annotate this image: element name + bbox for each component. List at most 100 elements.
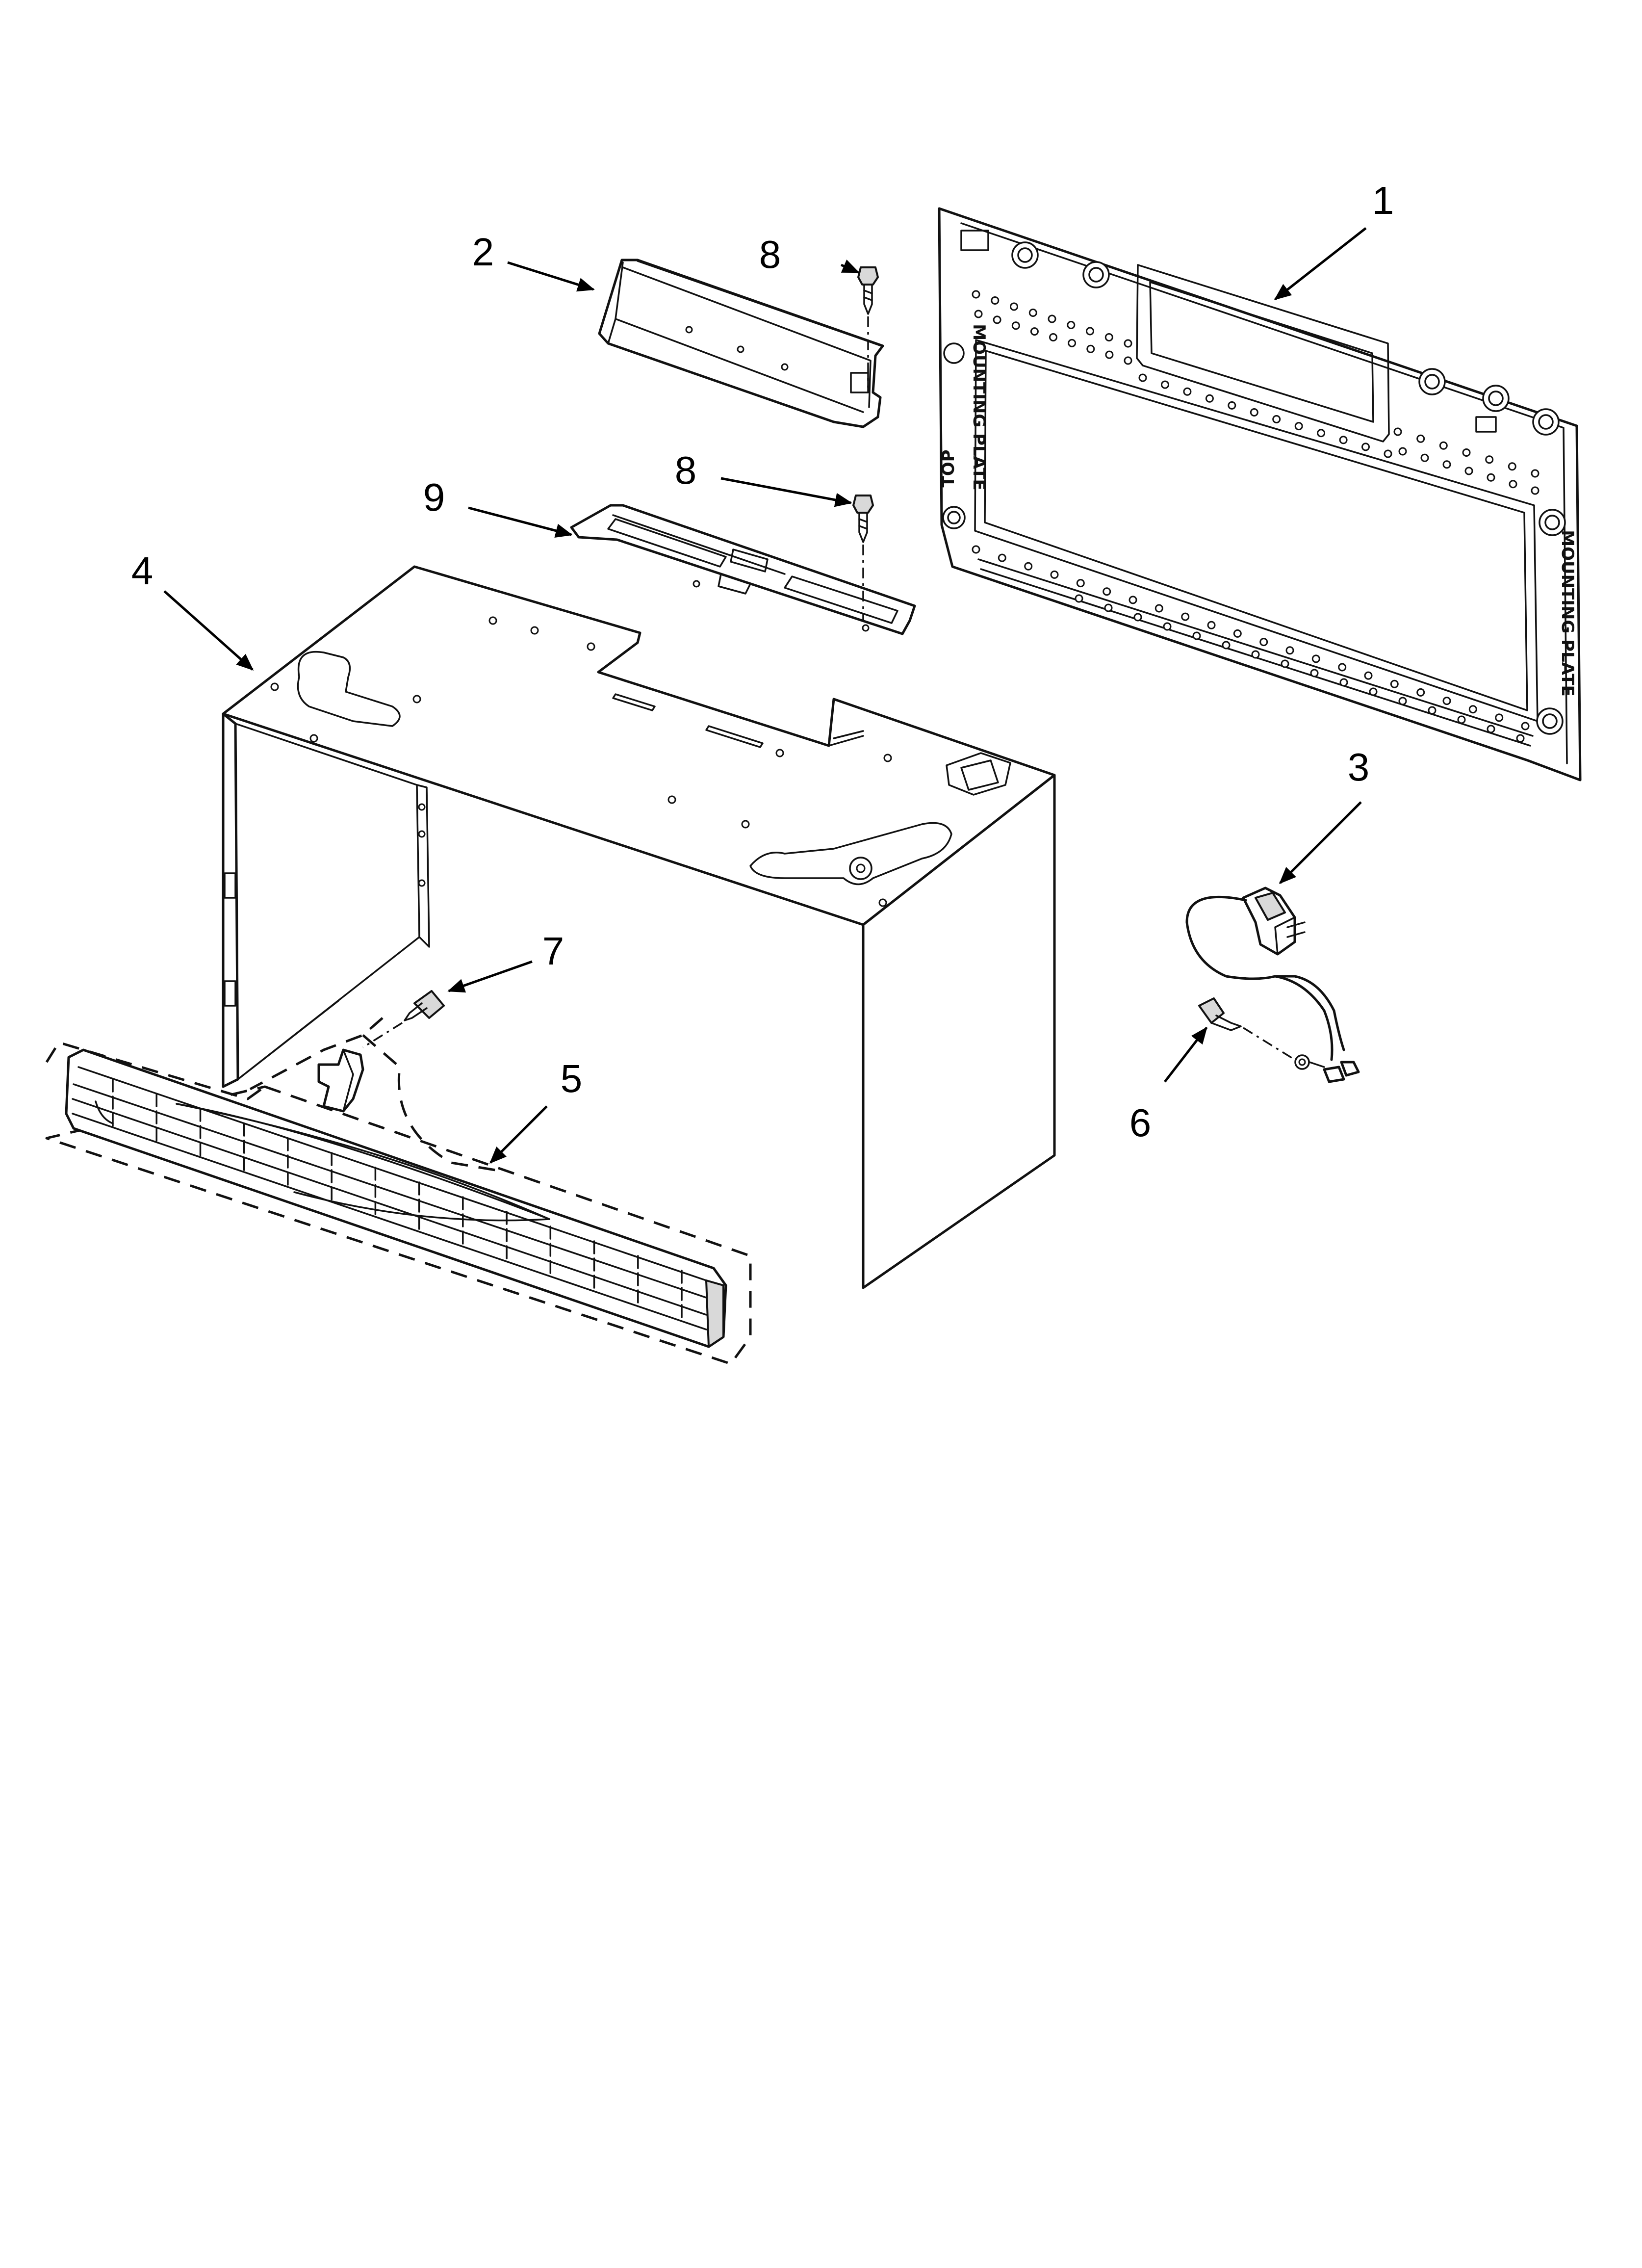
perforation-hole [1183, 387, 1192, 396]
leader-1 [1274, 227, 1367, 300]
perforation-hole [1416, 434, 1425, 443]
perforation-hole [1068, 339, 1077, 347]
bracket-part [598, 259, 884, 428]
callout-labels: 1 2 8 8 9 4 3 7 5 6 [131, 179, 1394, 1145]
perforation-hole [1104, 333, 1113, 341]
callout-4: 4 [131, 549, 154, 593]
perforation-hole [1442, 460, 1451, 469]
perforation-hole [1086, 344, 1095, 353]
callout-5: 5 [561, 1057, 583, 1100]
perforation-hole [1138, 373, 1147, 382]
callout-6: 6 [1129, 1101, 1152, 1145]
perforation-hole [1464, 467, 1473, 475]
perforation-hole [1124, 339, 1132, 348]
perforation-hole [1067, 321, 1076, 329]
perforation-hole [998, 553, 1006, 562]
perforation-hole [1050, 570, 1059, 579]
perforation-hole [1439, 441, 1448, 450]
perforation-hole [1428, 706, 1437, 715]
perforation-hole [1531, 486, 1539, 495]
screw-8-lower [852, 495, 874, 621]
perforation-hole [1521, 722, 1530, 730]
perforation-hole [1509, 480, 1517, 489]
perforation-hole [1311, 654, 1320, 663]
perforation-hole [1163, 622, 1172, 631]
leader-7 [447, 960, 533, 993]
perforation-hole [1462, 448, 1471, 457]
perforation-hole [1310, 669, 1319, 678]
perforation-hole [974, 310, 983, 318]
perforation-hole [1420, 453, 1429, 462]
perforation-hole [1024, 562, 1033, 571]
leader-6 [1164, 1026, 1207, 1083]
perforation-hole [1487, 725, 1495, 733]
cabinet-part [222, 565, 1056, 1289]
perforation-hole [1294, 422, 1303, 431]
leader-2 [507, 261, 595, 292]
callout-7: 7 [542, 929, 564, 973]
perforation-hole [1228, 401, 1236, 410]
perforation-hole [1495, 713, 1504, 722]
callout-8-lower: 8 [675, 448, 697, 492]
perforation-hole [1338, 663, 1347, 672]
perforation-hole [1369, 687, 1378, 696]
plate-text-left: MOUNTING PLATE [969, 324, 989, 491]
perforation-hole [1049, 333, 1057, 341]
plate-text-right: MOUNTING PLATE [1558, 530, 1577, 697]
perforation-hole [993, 315, 1001, 324]
perforation-hole [1251, 650, 1260, 659]
perforation-hole [1207, 621, 1216, 629]
perforation-hole [1075, 594, 1083, 603]
grille-part [45, 1041, 752, 1365]
leader-3 [1279, 801, 1362, 885]
perforation-hole [1086, 327, 1094, 336]
perforation-hole [1485, 455, 1494, 464]
callout-leaders [163, 227, 1367, 1164]
perforation-hole [1192, 631, 1201, 640]
power-plug-part [1185, 886, 1345, 1061]
perforation-hole [1281, 659, 1289, 668]
clip-part [317, 1048, 364, 1113]
perforation-hole [1250, 408, 1258, 417]
perforation-hole [1161, 380, 1169, 389]
perforation-hole [1285, 646, 1294, 655]
perforation-hole [1384, 449, 1392, 458]
perforation-hole [1181, 612, 1190, 621]
perforation-hole [1516, 734, 1525, 743]
perforation-hole [1416, 688, 1425, 697]
perforation-hole [1010, 302, 1018, 311]
perforation-hole [1398, 447, 1407, 456]
perforation-hole [1457, 715, 1466, 724]
perforation-hole [972, 545, 980, 554]
perforation-hole [1011, 321, 1020, 330]
grille-ribs [112, 1078, 683, 1318]
perforation-hole [1531, 469, 1539, 478]
leader-8b [720, 477, 852, 507]
callout-1: 1 [1372, 179, 1394, 222]
perforation-hole [1105, 350, 1114, 359]
perforation-hole [1317, 429, 1326, 438]
perforation-hole [1364, 671, 1373, 680]
perforation-hole [1233, 629, 1242, 638]
screw-6 [1198, 997, 1295, 1061]
perforation-hole [1030, 327, 1039, 336]
perforation-hole [1272, 415, 1281, 423]
perforation-hole [1028, 309, 1037, 317]
perforation-hole [1508, 462, 1516, 471]
callout-2: 2 [472, 230, 494, 274]
vent-plate-part [570, 504, 916, 635]
perforation-hole [1393, 427, 1402, 436]
perforation-hole [1442, 697, 1451, 705]
perforation-hole [1104, 603, 1113, 612]
grille-dashed-connector [249, 1017, 501, 1176]
leader-5 [489, 1105, 548, 1164]
perforation-hole [1468, 705, 1477, 714]
leader-9 [468, 506, 573, 538]
plate-perforations [972, 290, 1539, 743]
perforation-hole [1076, 579, 1085, 588]
screw-7 [362, 990, 445, 1048]
perforation-hole [1259, 638, 1268, 647]
screw-8-upper [857, 266, 879, 388]
perforation-hole [1361, 443, 1370, 451]
